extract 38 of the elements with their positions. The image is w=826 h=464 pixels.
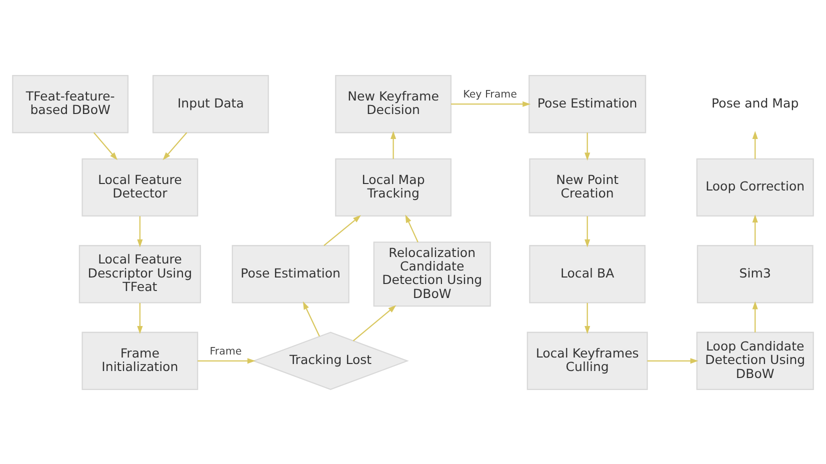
arrow [137, 302, 143, 334]
arrow [198, 358, 256, 364]
node-box: Pose Estimation [232, 244, 350, 303]
arrow [752, 300, 758, 332]
arrow [352, 304, 396, 341]
arrow [647, 358, 698, 364]
arrow [302, 300, 320, 336]
arrow [162, 132, 188, 160]
arrow [584, 132, 590, 160]
node-diamond: Tracking Lost [252, 331, 409, 390]
edge-label: Key Frame [463, 88, 517, 100]
node-box: TFeat-feature-based DBoW [12, 74, 129, 133]
arrow [390, 130, 396, 158]
node-box: Relocalization Candidate Detection Using DBoW [373, 241, 491, 306]
node-box: New Keyframe Decision [335, 74, 452, 133]
arrow [584, 302, 590, 334]
arrow [137, 216, 143, 247]
edge-label: Frame [210, 344, 242, 357]
node-box: Local Feature Descriptor Using TFeat [78, 244, 201, 303]
arrow [451, 100, 531, 106]
node-box: Local Feature Detector [82, 158, 198, 216]
arrow [584, 216, 590, 247]
arrow [752, 130, 758, 158]
node-box: Loop Correction [696, 158, 814, 216]
node-box: New Point Creation [529, 158, 646, 216]
arrow [93, 132, 118, 160]
arrow [324, 214, 361, 246]
node-box: Loop Candidate Detection Using DBoW [696, 331, 814, 390]
node-box: Pose Estimation [528, 74, 646, 133]
node-box: Local Map Tracking [335, 158, 452, 216]
node-box: Input Data [152, 74, 269, 133]
arrow [405, 214, 418, 242]
node-box: Sim3 [696, 244, 814, 303]
node-box: Local Keyframes Culling [526, 331, 648, 390]
node-box: Local BA [529, 244, 646, 303]
node-box: Frame Initialization [82, 331, 198, 390]
arrow [752, 214, 758, 246]
node-text: Pose and Map [712, 94, 799, 110]
